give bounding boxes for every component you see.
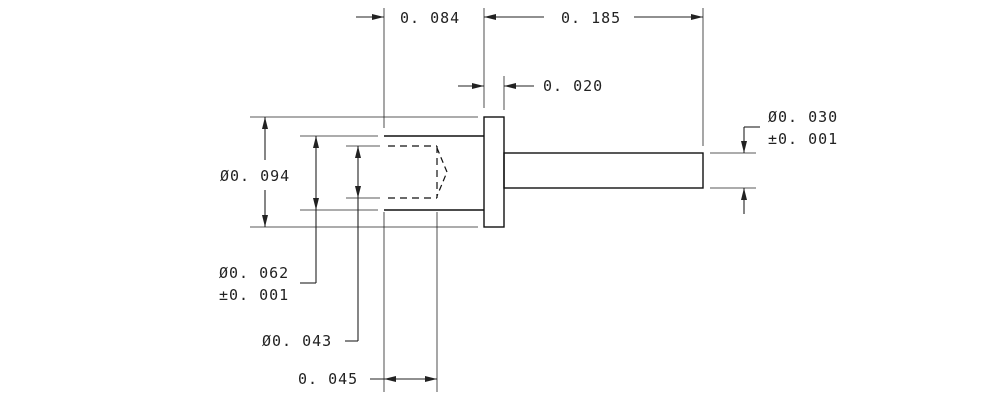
dim-bore-depth-label: 0. 045	[298, 370, 358, 388]
dim-bore-diameter: Ø0. 043	[262, 146, 361, 350]
dim-body-diameter-label: Ø0. 062	[219, 264, 289, 282]
dim-pin-diameter: Ø0. 030 ±0. 001	[741, 108, 838, 214]
dim-flange-diameter: Ø0. 094	[220, 117, 290, 227]
dim-bore-depth: 0. 045	[298, 370, 437, 388]
flange-outline	[483, 116, 505, 228]
extension-lines	[250, 8, 756, 392]
hidden-bore	[388, 145, 448, 199]
part-outline	[384, 116, 704, 228]
dim-flange-diameter-label: Ø0. 094	[220, 167, 290, 185]
dim-body-tolerance-label: ±0. 001	[219, 286, 289, 304]
pin-outline	[503, 152, 704, 189]
dim-pin-length-label: 0. 185	[561, 9, 621, 27]
body-outline	[384, 135, 484, 211]
dim-flange-thickness-label: 0. 020	[543, 77, 603, 95]
dim-pin-length: 0. 185	[484, 9, 703, 27]
dim-pin-tolerance-label: ±0. 001	[768, 130, 838, 148]
dim-body-diameter: Ø0. 062 ±0. 001	[219, 136, 319, 304]
dim-flange-thickness: 0. 020	[458, 77, 603, 95]
dim-head-offset-label: 0. 084	[400, 9, 460, 27]
dim-pin-diameter-label: Ø0. 030	[768, 108, 838, 126]
dim-bore-diameter-label: Ø0. 043	[262, 332, 332, 350]
